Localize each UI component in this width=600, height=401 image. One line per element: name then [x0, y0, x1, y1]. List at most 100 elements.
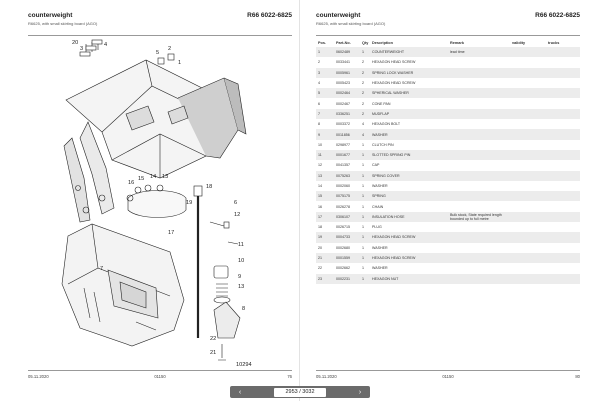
table-cell: CLUTCH PIN [372, 142, 394, 147]
callout-label: 9 [238, 274, 241, 280]
table-cell: COUNTERWEIGHT [370, 47, 448, 58]
table-cell [510, 88, 546, 99]
callout-label: 17 [168, 230, 174, 236]
right-page-subtitle: R6625, with small skirting board (AGO) [316, 21, 386, 26]
table-cell: 2 [360, 67, 370, 78]
table-cell [546, 211, 580, 223]
table-cell: 8 [318, 122, 320, 127]
table-cell: WASHER [370, 129, 448, 140]
table-cell: SLOTTED SPRING PIN [370, 149, 448, 161]
table-cell [510, 119, 546, 129]
table-cell [510, 222, 546, 232]
left-page-title: counterweight [28, 12, 73, 19]
table-cell: 22 [318, 266, 322, 271]
table-cell: 14 [318, 184, 322, 188]
table-cell: 13 [316, 170, 334, 181]
table-cell: 3 [316, 67, 334, 78]
table-cell: 17 [316, 211, 334, 223]
table-cell: 0002662 [336, 266, 350, 271]
callout-label: 13 [162, 174, 168, 180]
table-cell [448, 222, 510, 232]
table-cell [546, 129, 580, 140]
parts-table: Pos. Part-No. Qty Description Remark val… [316, 38, 580, 284]
table-cell: 4 [360, 129, 370, 140]
right-page-title: counterweight [316, 12, 361, 19]
table-cell: SPRING COVER [370, 170, 448, 181]
table-cell: 19 [316, 232, 334, 243]
table-cell [448, 243, 510, 253]
column-header: Part-No. [336, 40, 351, 45]
callout-label: 10 [238, 258, 244, 264]
table-cell: 2 [362, 81, 364, 86]
table-cell: 16 [318, 204, 322, 209]
table-cell [546, 140, 580, 150]
counterweight-frame [63, 59, 247, 223]
table-cell: 4 [318, 81, 320, 86]
table-cell: 20 [318, 245, 322, 250]
left-page-footer: 05.11.2020 01150 76 [28, 370, 292, 382]
table-cell: CHAIN [372, 204, 384, 209]
table-cell [510, 47, 546, 58]
figure-number: 10294 [236, 362, 252, 368]
table-cell: HEXAGON HEAD SCREW [372, 81, 416, 86]
table-cell: 0075263 [334, 170, 360, 181]
callout-label: 5 [156, 50, 159, 56]
table-cell [546, 78, 580, 88]
table-cell [546, 181, 580, 191]
table-cell: 0033441 [336, 60, 350, 65]
table-cell: 21 [316, 252, 334, 264]
table-cell: WASHER [372, 245, 388, 250]
table-cell [510, 263, 546, 273]
diagram-callouts: 20 3 4 5 2 1 16 15 14 13 18 19 6 12 17 7… [72, 40, 252, 368]
table-cell: 5 [316, 88, 334, 99]
page-number-field[interactable]: 2953 / 3032 [274, 387, 326, 397]
table-cell: 0002680 [336, 245, 350, 250]
table-cell: 18 [318, 225, 322, 230]
table-cell: 0026278 [336, 204, 350, 209]
table-cell: 1 [360, 47, 370, 58]
footer-code: 01150 [442, 374, 454, 379]
callout-label: 14 [150, 174, 156, 180]
next-page-button[interactable]: › [353, 388, 367, 397]
table-cell [546, 47, 580, 58]
table-cell: 6 [318, 101, 320, 106]
table-cell [448, 57, 510, 67]
table-cell [510, 273, 546, 284]
column-header: Qty [362, 40, 369, 45]
table-cell: 0336251 [334, 108, 360, 120]
footer-date: 05.11.2020 [316, 374, 337, 379]
table-cell [448, 129, 510, 140]
table-cell [546, 108, 580, 120]
table-cell [510, 129, 546, 140]
callout-label: 19 [186, 200, 192, 206]
table-cell [448, 170, 510, 181]
table-cell [510, 98, 546, 108]
table-cell: 1 [362, 225, 364, 230]
table-cell: 9 [316, 129, 334, 140]
table-cell [448, 232, 510, 243]
table-cell [546, 57, 580, 67]
table-cell [546, 119, 580, 129]
left-page-header: counterweight R6625, with small skirting… [28, 10, 292, 36]
table-cell [510, 57, 546, 67]
table-cell [546, 222, 580, 232]
table-cell: SPRING [370, 191, 448, 202]
table-cell [510, 160, 546, 170]
table-cell: 0026715 [336, 225, 350, 230]
callout-label: 8 [242, 306, 245, 312]
table-cell [510, 78, 546, 88]
table-cell [510, 108, 546, 120]
previous-page-button[interactable]: ‹ [233, 388, 247, 397]
table-cell: SPHERICAL WASHER [370, 88, 448, 99]
